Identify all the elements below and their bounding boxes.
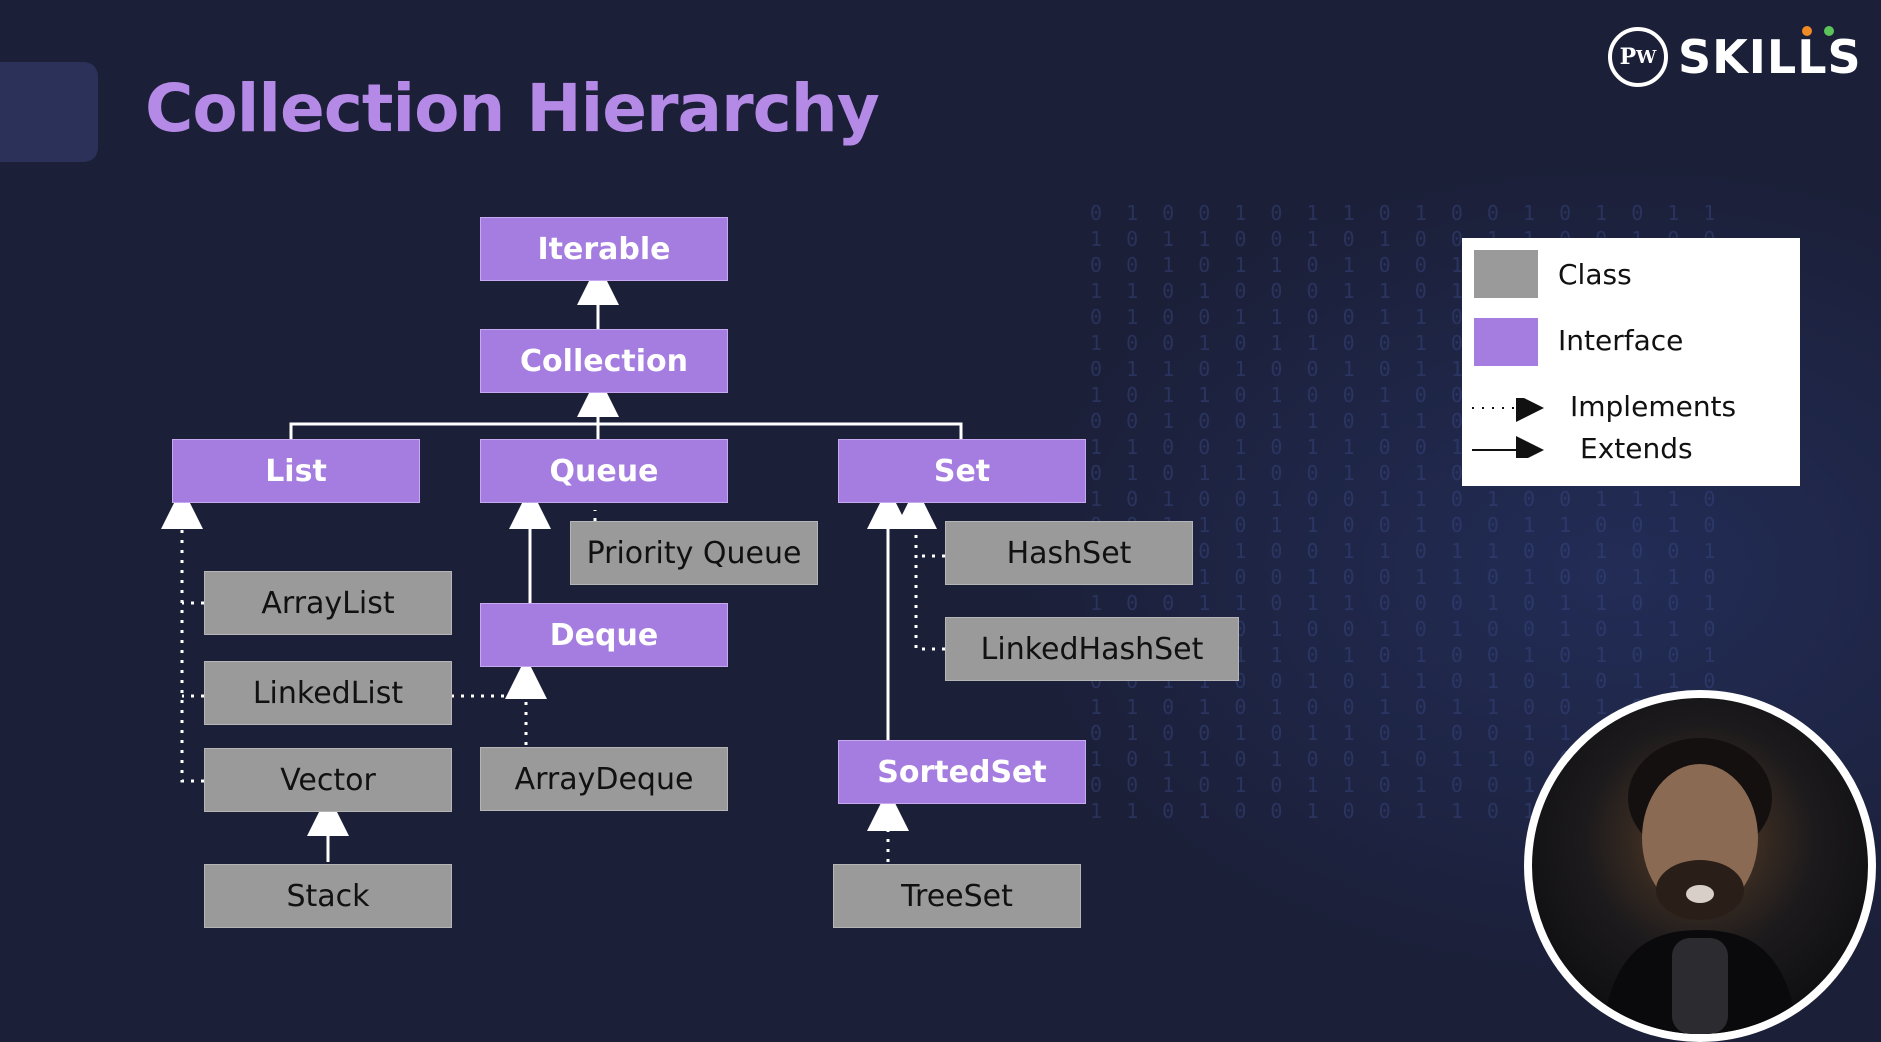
node-arraydeque: ArrayDeque — [480, 747, 728, 811]
slide-side-tab — [0, 62, 98, 162]
node-deque: Deque — [480, 603, 728, 667]
legend-arrows — [1472, 398, 1544, 458]
node-list: List — [172, 439, 420, 503]
edge-linkedhashset-set — [895, 487, 945, 651]
legend: Class Interface Implements Extends — [1462, 238, 1800, 486]
slide-title: Collection Hierarchy — [145, 70, 880, 147]
legend-interface-swatch — [1474, 318, 1538, 366]
node-arraylist: ArrayList — [204, 571, 452, 635]
node-hashset: HashSet — [945, 521, 1193, 585]
edge-linkedlist-deque — [451, 657, 547, 699]
legend-extends-label: Extends — [1580, 432, 1693, 465]
presenter-silhouette — [1602, 738, 1798, 1034]
legend-class-label: Class — [1558, 258, 1632, 291]
node-vector: Vector — [204, 748, 452, 812]
legend-class-swatch — [1474, 250, 1538, 298]
node-set: Set — [838, 439, 1086, 503]
node-stack: Stack — [204, 864, 452, 928]
node-treeset: TreeSet — [833, 864, 1081, 928]
node-collection: Collection — [480, 329, 728, 393]
legend-interface-label: Interface — [1558, 324, 1684, 357]
logo-wordmark: SKILLS — [1678, 26, 1862, 84]
logo-orange-dot — [1802, 26, 1812, 36]
node-linkedlist: LinkedList — [204, 661, 452, 725]
hierarchy-diagram — [161, 263, 963, 862]
edge-list-queue-set-collection — [289, 422, 963, 439]
node-queue: Queue — [480, 439, 728, 503]
node-linkedhashset: LinkedHashSet — [945, 617, 1239, 681]
edge-vector-list — [161, 487, 204, 783]
node-iterable: Iterable — [480, 217, 728, 281]
logo-text: SKILLS — [1678, 30, 1862, 84]
node-priority-queue: Priority Queue — [570, 521, 818, 585]
node-sortedset: SortedSet — [838, 740, 1086, 804]
presenter-webcam — [1524, 690, 1876, 1042]
legend-implements-label: Implements — [1570, 390, 1737, 423]
logo-green-dot — [1824, 26, 1834, 36]
